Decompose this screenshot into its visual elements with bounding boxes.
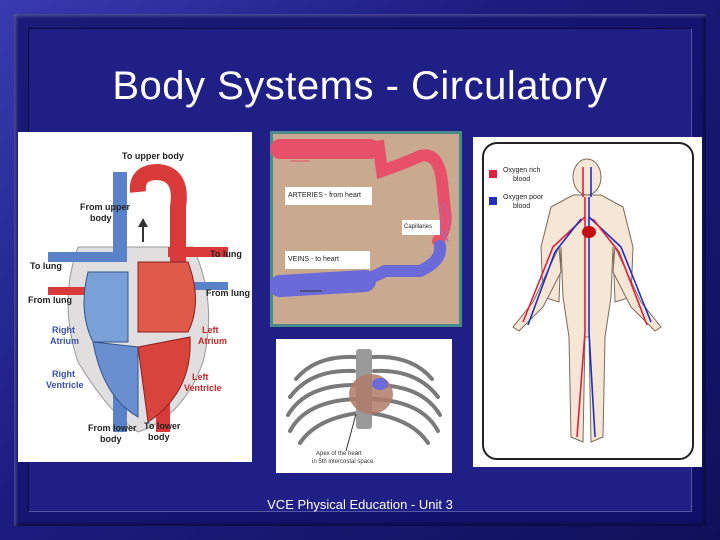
label-from-lower-body-2: body xyxy=(100,434,122,444)
ribcage-diagram: Apex of the heart in 5th intercostal spa… xyxy=(276,339,452,473)
heart-diagram: To upper body From upper body To lung To… xyxy=(18,132,252,462)
label-from-upper-body-2: body xyxy=(90,213,112,223)
label-right-ventricle-2: Ventricle xyxy=(46,380,84,390)
label-to-lower-body-2: body xyxy=(148,432,170,442)
legend-oxygen-poor-1: Oxygen poor xyxy=(503,194,544,201)
label-right-atrium-2: Atrium xyxy=(50,336,79,346)
label-to-lung-right: To lung xyxy=(210,249,242,259)
label-left-atrium-1: Left xyxy=(202,325,219,335)
ribcage-diagram-graphic xyxy=(276,339,452,473)
label-to-upper-body: To upper body xyxy=(122,151,184,161)
ribcage-caption-2: in 5th intercostal space xyxy=(312,459,374,465)
body-diagram-graphic xyxy=(473,137,702,467)
body-diagram: Oxygen rich blood Oxygen poor blood xyxy=(473,137,702,467)
label-capillaries: Capillaries xyxy=(402,220,440,235)
slide-footer: VCE Physical Education - Unit 3 xyxy=(267,497,453,512)
vessels-diagram: ARTERIES - from heart Capillaries VEINS … xyxy=(270,131,462,327)
legend-swatch-oxygen-rich xyxy=(489,170,497,178)
ribcage-caption-1: Apex of the heart xyxy=(316,451,362,457)
label-veins: VEINS - to heart xyxy=(285,251,370,269)
heart-diagram-graphic xyxy=(18,132,252,462)
label-from-lung-left: From lung xyxy=(28,295,72,305)
legend-oxygen-rich-2: blood xyxy=(513,176,531,183)
slide-title: Body Systems - Circulatory xyxy=(112,64,608,108)
label-to-lung-left: To lung xyxy=(30,261,62,271)
legend-oxygen-poor-2: blood xyxy=(513,203,531,210)
label-right-ventricle-1: Right xyxy=(52,369,75,379)
label-from-lung-right: From lung xyxy=(206,288,250,298)
label-from-upper-body-1: From upper xyxy=(80,202,131,212)
label-to-lower-body-1: To lower xyxy=(144,421,181,431)
legend-oxygen-rich-1: Oxygen rich xyxy=(503,167,541,174)
label-from-lower-body-1: From lower xyxy=(88,423,137,433)
label-left-ventricle-1: Left xyxy=(192,372,209,382)
label-arteries: ARTERIES - from heart xyxy=(285,187,372,205)
label-left-atrium-2: Atrium xyxy=(198,336,227,346)
legend-swatch-oxygen-poor xyxy=(489,197,497,205)
label-right-atrium-1: Right xyxy=(52,325,75,335)
label-left-ventricle-2: Ventricle xyxy=(184,383,222,393)
